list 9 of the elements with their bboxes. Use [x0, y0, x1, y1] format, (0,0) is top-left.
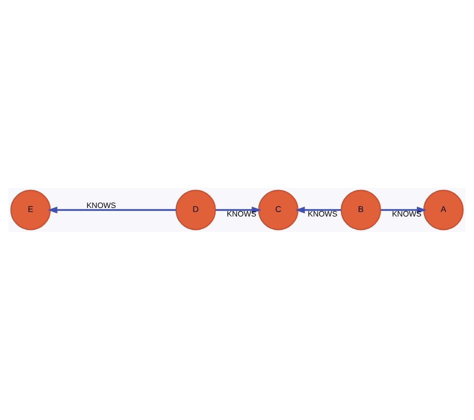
arrow — [48, 206, 176, 214]
node-circle: E — [10, 190, 51, 230]
node-circle: C — [258, 190, 298, 230]
arrow — [216, 206, 262, 214]
node-circle: B — [340, 190, 382, 230]
node-circle: A — [423, 190, 464, 230]
arrow — [380, 206, 427, 214]
node-circle: D — [176, 190, 216, 230]
arrow — [295, 206, 342, 214]
